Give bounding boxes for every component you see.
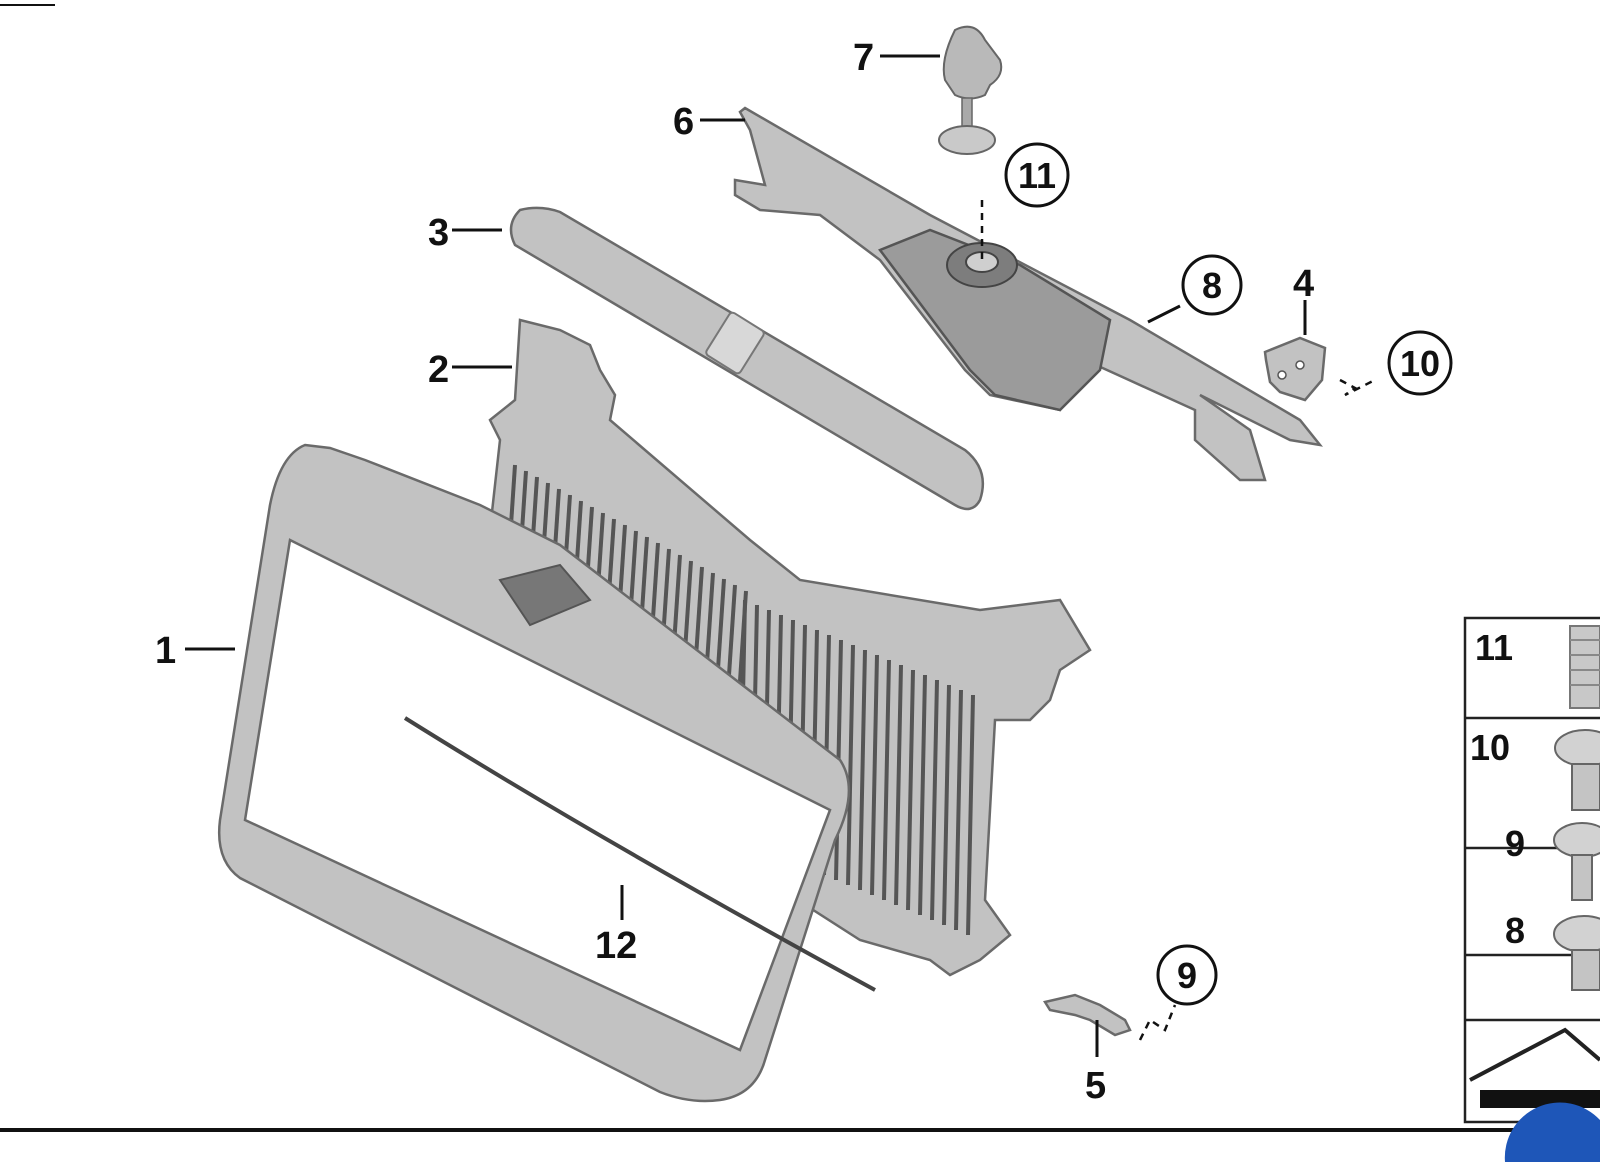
part-1-surround: [218, 443, 851, 1103]
callout-4: 4: [1293, 263, 1314, 305]
callout-12: 12: [595, 925, 637, 967]
wedge-arrow-icon: [1469, 1027, 1600, 1108]
part-3-upper-trim: [509, 206, 985, 511]
grille-slat: [918, 674, 927, 916]
legend-row-10: 10: [1470, 727, 1510, 768]
grille-slat: [846, 644, 855, 886]
hardware-legend: 11 10 9 8: [1463, 616, 1600, 1124]
callout-11-circle: 11: [1004, 142, 1070, 208]
callout-9-circle: 9: [1156, 944, 1218, 1006]
grille-slat: [882, 659, 891, 901]
part-12-seal: [403, 716, 876, 992]
callout-8-circle: 8: [1181, 254, 1243, 316]
legend-row-9: 9: [1505, 823, 1525, 864]
legend-row-8: 8: [1505, 910, 1525, 951]
callout-8: 8: [1202, 265, 1222, 306]
grille-slat: [870, 654, 879, 896]
action-button[interactable]: [1504, 1102, 1600, 1162]
callout-2: 2: [428, 349, 449, 391]
grille-slat: [930, 679, 939, 921]
legend-row-11: 11: [1475, 627, 1513, 668]
callout-1: 1: [155, 630, 176, 672]
grille-slat: [894, 664, 903, 906]
leader-lines: [185, 54, 1376, 1057]
grille-slat: [942, 684, 951, 926]
callout-10: 10: [1400, 343, 1440, 384]
screw-icon: [1553, 822, 1600, 901]
part-5-bracket: [1043, 993, 1132, 1037]
callout-11: 11: [1018, 155, 1056, 196]
callout-5: 5: [1085, 1065, 1106, 1107]
callout-7: 7: [853, 37, 874, 79]
callout-6: 6: [673, 101, 694, 143]
callout-10-circle: 10: [1387, 330, 1453, 396]
part-4-bracket: [1263, 336, 1327, 402]
grille-slat: [954, 689, 963, 931]
callout-9: 9: [1177, 955, 1197, 996]
pan-screw-icon: [1553, 915, 1600, 991]
callout-3: 3: [428, 212, 449, 254]
part-7-mascot: [938, 25, 1003, 155]
grille-slat: [858, 649, 867, 891]
part-6-upper-carrier: [733, 106, 1324, 482]
grille-slat: [966, 694, 975, 936]
flange-screw-icon: [1554, 729, 1600, 811]
stud-icon: [1569, 625, 1600, 709]
grille-slat: [906, 669, 915, 911]
